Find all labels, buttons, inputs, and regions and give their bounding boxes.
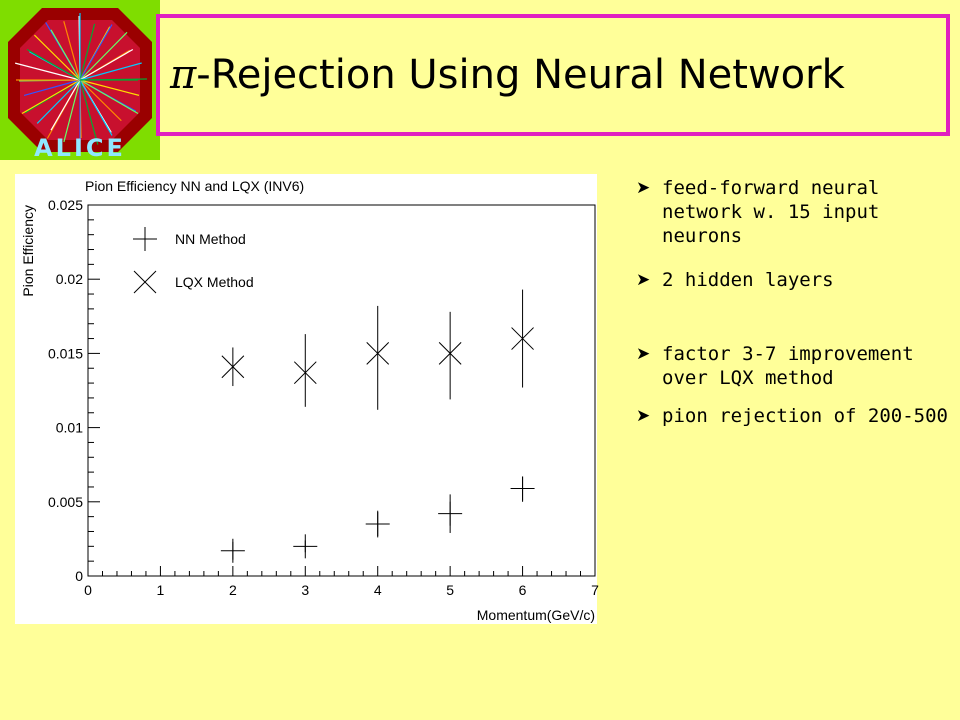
logo-track <box>21 79 81 115</box>
lqx-point <box>511 289 534 388</box>
x-tick-label: 4 <box>374 582 382 598</box>
x-tick-label: 5 <box>446 582 454 598</box>
lqx-point <box>438 311 462 400</box>
logo-track <box>63 79 81 143</box>
x-tick-label: 1 <box>157 582 165 598</box>
arrow-bullet-icon: ➤ <box>636 406 651 426</box>
logo-tracks <box>15 13 148 145</box>
arrow-bullet-icon: ➤ <box>636 178 651 198</box>
y-tick-label: 0.015 <box>48 345 83 361</box>
y-axis: 0 0.005 0.01 0.015 0.02 0.025 <box>48 197 100 584</box>
cross-marker-b <box>293 361 317 385</box>
bullet-list: ➤ feed-forward neural network w. 15 input… <box>636 176 958 428</box>
lqx-point <box>366 305 390 410</box>
bullet-text: factor 3-7 improvement over LQX method <box>662 343 914 389</box>
x-axis: 0 1 2 3 4 5 6 7 <box>84 566 599 598</box>
legend-lqx-label: LQX Method <box>175 274 254 290</box>
logo-track <box>79 31 128 81</box>
cross-marker-b <box>438 342 462 365</box>
nn-point <box>510 476 535 502</box>
logo-track <box>50 29 81 81</box>
arrow-bullet-icon: ➤ <box>636 270 651 290</box>
nn-point <box>365 510 390 538</box>
pi-symbol: π <box>170 52 197 98</box>
logo-track <box>79 79 140 96</box>
legend-nn-marker <box>133 227 157 251</box>
logo-track <box>79 62 142 81</box>
cross-marker-b <box>511 327 534 350</box>
logo-track <box>79 48 134 81</box>
logo-track <box>79 79 122 122</box>
plot-frame <box>87 204 596 577</box>
x-tick-label: 0 <box>84 582 92 598</box>
legend-lqx-marker <box>133 270 157 294</box>
logo-track <box>33 34 81 81</box>
y-axis-label: Pion Efficiency <box>20 205 36 297</box>
alice-logo: ALICE <box>0 0 160 162</box>
x-tick-label: 3 <box>301 582 309 598</box>
lqx-point <box>221 347 245 387</box>
nn-point <box>220 538 245 563</box>
nn-point <box>438 494 463 533</box>
logo-track <box>63 21 81 81</box>
x-tick-label: 6 <box>519 582 527 598</box>
logo-track <box>79 23 96 81</box>
logo-track <box>79 79 139 115</box>
bullet-text: pion rejection of 200-500 <box>662 405 948 427</box>
legend-nn-label: NN Method <box>175 231 246 247</box>
bullet-item: ➤ feed-forward neural network w. 15 input… <box>636 176 958 248</box>
y-tick-label: 0.01 <box>56 420 83 436</box>
logo-track <box>79 78 148 81</box>
logo-track <box>15 62 81 81</box>
nn-point <box>293 534 318 559</box>
slide-title: π-Rejection Using Neural Network <box>170 52 845 98</box>
logo-track <box>36 79 81 124</box>
cross-marker-b <box>221 355 245 379</box>
y-tick-label: 0.025 <box>48 197 83 213</box>
y-tick-label: 0.02 <box>56 271 83 287</box>
title-box: π-Rejection Using Neural Network <box>156 14 950 136</box>
bullet-text: feed-forward neural network w. 15 input … <box>662 177 880 247</box>
chart-background <box>15 174 597 624</box>
y-tick-label: 0.005 <box>48 494 83 510</box>
x-tick-label: 2 <box>229 582 237 598</box>
logo-track <box>23 79 81 96</box>
logo-track <box>79 79 99 145</box>
title-text: -Rejection Using Neural Network <box>196 52 845 98</box>
lqx-point <box>293 334 317 407</box>
efficiency-chart: Pion Efficiency NN and LQX (INV6) 0 1 2 3 4 5… <box>15 174 599 624</box>
bullet-text: 2 hidden layers <box>662 269 834 291</box>
bullet-item: ➤ 2 hidden layers <box>636 268 958 292</box>
chart-title: Pion Efficiency NN and LQX (INV6) <box>85 178 304 194</box>
bullet-item: ➤ pion rejection of 200-500 <box>636 404 958 428</box>
chart-legend: NN Method LQX Method <box>133 227 254 294</box>
data-points <box>220 289 535 563</box>
legend-cross-b <box>133 270 157 294</box>
logo-track <box>79 79 113 136</box>
logo-track <box>50 79 81 131</box>
logo-track <box>79 24 113 81</box>
logo-track <box>26 48 81 81</box>
y-tick-label: 0 <box>75 568 83 584</box>
arrow-bullet-icon: ➤ <box>636 344 651 364</box>
x-tick-label: 7 <box>591 582 599 598</box>
logo-text: ALICE <box>34 134 126 162</box>
cross-marker-b <box>366 342 390 365</box>
bullet-item: ➤ factor 3-7 improvement over LQX method <box>636 342 958 390</box>
x-axis-label: Momentum(GeV/c) <box>477 607 595 623</box>
